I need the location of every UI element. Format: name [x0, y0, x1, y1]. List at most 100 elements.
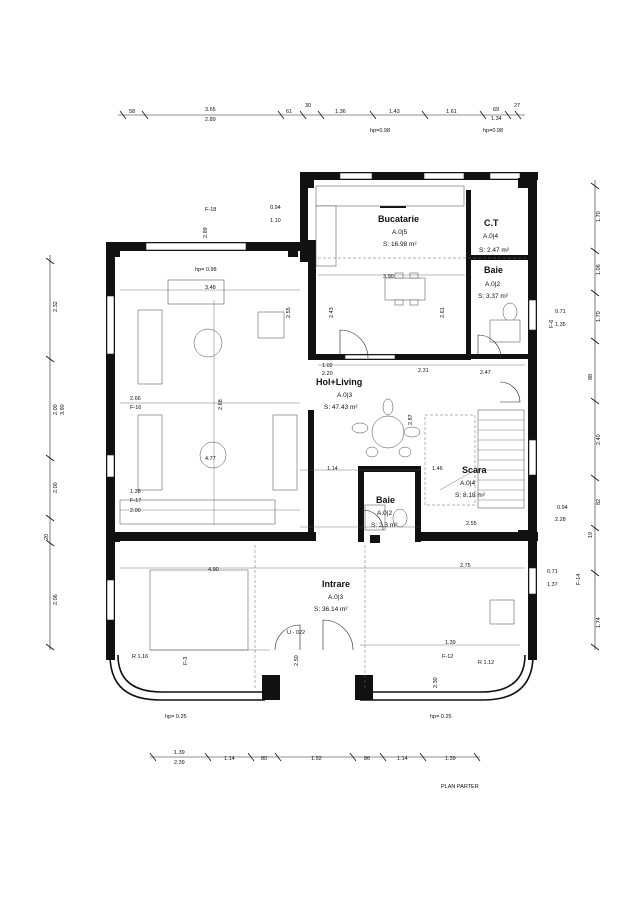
dim-230: 2.30	[433, 677, 439, 688]
note-f18: F-18	[205, 207, 216, 213]
room-code-ct: A.0|4	[483, 233, 498, 240]
room-label-bucatarie: Bucatarie A.0|5 S: 16.98 m²	[378, 214, 419, 248]
top-dim-289: 2.89	[205, 117, 216, 123]
dim-220: 2.20	[322, 371, 333, 377]
note-hp-098-a: hp=0.98	[370, 128, 390, 134]
room-name-hol-living: Hol+Living	[316, 377, 362, 387]
bottom-dim-139b: 1.39	[445, 756, 456, 762]
room-name-bucatarie: Bucatarie	[378, 214, 419, 224]
dim-146: 1.46	[432, 466, 443, 472]
right-dim-19: 19	[588, 532, 594, 538]
dim-102: 1.02	[322, 363, 333, 369]
right-dim-88: 88	[588, 374, 594, 380]
right-dimension-chain: 1.70 1.06 1.70 88 2.40 82 19 1.74	[588, 180, 602, 651]
top-dim-161: 1.61	[446, 109, 457, 115]
note-hp-098-c: hp= 0.98	[195, 267, 217, 273]
bottom-dim-86: 86	[364, 756, 370, 762]
room-label-baie-top: Baie A.0|2 S: 3.37 m²	[478, 265, 509, 300]
dim-268: 2.68	[218, 399, 224, 410]
dim-243: 2.43	[329, 307, 335, 318]
right-dim-240: 2.40	[596, 434, 602, 445]
dim-071b: 0.71	[547, 569, 558, 575]
note-f16: F-16	[130, 405, 141, 411]
bottom-dim-139: 1.39	[174, 750, 185, 756]
left-dim-206: 2.06	[53, 594, 59, 605]
note-f3: F-3	[183, 657, 189, 665]
left-dim-200a: 2.00	[53, 404, 59, 415]
dim-137: 1.37	[547, 582, 558, 588]
furniture	[119, 185, 525, 651]
annotations: hp=0.98 hp=0.98 hp= 0.98 hp= 0.25 hp= 0.…	[130, 128, 582, 720]
room-area-baie-small: S: 2.3 m²	[371, 522, 398, 529]
dim-250: 2.50	[294, 655, 300, 666]
dim-138: 1.38	[130, 489, 141, 495]
room-label-scara: Scara A.0|4 S: 8.18 m²	[455, 465, 488, 499]
room-code-bucatarie: A.0|5	[392, 229, 407, 236]
bottom-dimension-chain: 1.39 2.39 1.14 80 1.92 86 1.14 1.39	[149, 750, 481, 766]
top-dim-134: 1.34	[491, 116, 502, 122]
left-dimension-chain: 2.32 2.00 2.00 3.90 20 2.06	[44, 255, 66, 651]
dim-094b: 0.94	[557, 505, 568, 511]
left-dim-390: 3.90	[60, 404, 66, 415]
right-dim-170a: 1.70	[596, 211, 602, 222]
note-hp-025-b: hp= 0.25	[430, 714, 452, 720]
top-dim-61: 61	[286, 109, 292, 115]
room-label-ct: C.T A.0|4 S: 2.47 m²	[479, 218, 510, 254]
dim-247: 2.47	[480, 370, 491, 376]
bottom-dim-114: 1.14	[224, 756, 235, 762]
plan-title: PLAN PARTER	[441, 784, 479, 790]
room-name-ct: C.T	[484, 218, 499, 228]
note-f14: F-14	[576, 574, 582, 585]
note-f6: F-6	[549, 320, 555, 328]
top-dimension-chain: 58 3.65 2.89 61 30 1.36 1.43 1.61 69 1.3…	[118, 103, 525, 123]
dim-289: 2.89	[203, 227, 209, 238]
room-code-hol-living: A.0|3	[337, 392, 352, 399]
note-hp-025-a: hp= 0.25	[165, 714, 187, 720]
door-swings	[274, 329, 521, 651]
top-dim-365: 3.65	[205, 107, 216, 113]
top-dim-69: 69	[493, 107, 499, 113]
room-code-intrare: A.0|3	[328, 594, 343, 601]
room-area-baie-top: S: 3.37 m²	[478, 293, 509, 300]
note-f17: F-17	[130, 498, 141, 504]
room-label-intrare: Intrare A.0|3 S: 36.14 m²	[314, 579, 350, 613]
room-code-baie-top: A.0|2	[485, 281, 500, 288]
top-dim-143: 1.43	[389, 109, 400, 115]
dim-275: 2.75	[460, 563, 471, 569]
bottom-dim-80: 80	[261, 756, 267, 762]
dim-477: 4.77	[205, 456, 216, 462]
bottom-dim-239: 2.39	[174, 760, 185, 766]
right-dim-106: 1.06	[596, 264, 602, 275]
dim-348: 3.48	[205, 285, 216, 291]
inner-dimension-texts: 0.94 1.10 3.48 2.89 3.90 2.43 2.61 2.55 …	[130, 205, 568, 688]
room-label-hol-living: Hol+Living A.0|3 S: 47.43 m²	[316, 377, 362, 411]
left-dim-20: 20	[44, 534, 50, 540]
dim-490: 4.90	[208, 567, 219, 573]
note-r112: R 1.12	[478, 660, 494, 666]
walls	[106, 172, 538, 701]
top-dim-27: 27	[514, 103, 520, 109]
room-area-ct: S: 2.47 m²	[479, 247, 510, 254]
left-dim-232: 2.32	[53, 301, 59, 312]
dim-261: 2.61	[440, 307, 446, 318]
note-u022: U - 022	[287, 630, 305, 636]
bottom-dim-114b: 1.14	[397, 756, 408, 762]
room-name-baie-top: Baie	[484, 265, 503, 275]
dim-110: 1.10	[270, 218, 281, 224]
dim-200: 2.00	[130, 508, 141, 514]
dim-114: 1.14	[327, 466, 338, 472]
left-dim-200b: 2.00	[53, 482, 59, 493]
note-r116: R 1.16	[132, 654, 148, 660]
dim-266: 2.66	[130, 396, 141, 402]
right-dim-174: 1.74	[596, 617, 602, 628]
dim-071: 0.71	[555, 309, 566, 315]
room-area-scara: S: 8.18 m²	[455, 492, 486, 499]
right-dim-82: 82	[596, 499, 602, 505]
dim-094: 0.94	[270, 205, 281, 211]
note-hp-098-b: hp=0.98	[483, 128, 503, 134]
dim-287: 2.87	[408, 414, 414, 425]
bottom-dim-192: 1.92	[311, 756, 322, 762]
room-label-baie-small: Baie A.0|2 S: 2.3 m²	[371, 495, 398, 529]
dim-390: 3.90	[383, 274, 394, 280]
